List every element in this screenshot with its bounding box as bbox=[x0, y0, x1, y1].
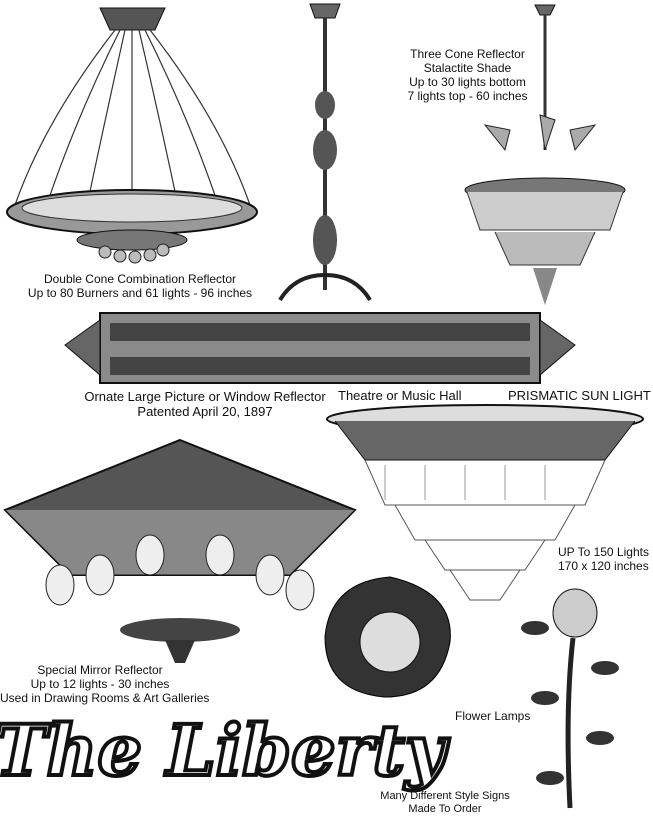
caption-line: Many Different Style Signs bbox=[380, 790, 510, 802]
window-reflector-caption: Ornate Large Picture or Window Reflector… bbox=[60, 389, 350, 419]
mirror-reflector-illustration bbox=[3, 438, 357, 663]
caption-line: Special Mirror Reflector bbox=[37, 663, 163, 677]
cabbage-flower-lamp-illustration bbox=[324, 576, 451, 698]
caption-line: Up to 30 lights bottom bbox=[409, 75, 526, 89]
double-cone-chandelier-illustration bbox=[6, 7, 258, 264]
caption-line: Up to 80 Burners and 61 lights - 96 inch… bbox=[27, 286, 253, 300]
caption-line: Up to 12 lights - 30 inches bbox=[30, 677, 170, 691]
liberty-sign-text: The Liberty bbox=[0, 709, 450, 792]
caption-line: 170 x 120 inches bbox=[558, 559, 649, 573]
three-cone-caption: Three Cone Reflector Stalactite Shade Up… bbox=[400, 47, 535, 103]
prismatic-specs-caption: UP To 150 Lights 170 x 120 inches bbox=[558, 545, 649, 573]
caption-line: Ornate Large Picture or Window Reflector bbox=[84, 389, 326, 404]
prismatic-sun-light-illustration bbox=[326, 404, 644, 601]
caption-line: Patented April 20, 1897 bbox=[137, 404, 273, 419]
caption-line: Three Cone Reflector bbox=[410, 47, 525, 61]
double-cone-caption: Double Cone Combination Reflector Up to … bbox=[20, 272, 260, 300]
caption-line: Double Cone Combination Reflector bbox=[43, 272, 237, 286]
caption-line: UP To 150 Lights bbox=[558, 545, 649, 559]
caption-line: Stalactite Shade bbox=[423, 61, 512, 75]
theatre-caption: Theatre or Music Hall bbox=[338, 388, 462, 403]
theatre-pendant-illustration bbox=[278, 3, 372, 302]
caption-line: 7 lights top - 60 inches bbox=[407, 89, 528, 103]
liberty-sign-illustration: The Liberty bbox=[0, 707, 452, 794]
prismatic-title: PRISMATIC SUN LIGHT bbox=[508, 388, 651, 403]
window-reflector-illustration bbox=[64, 312, 576, 384]
rose-flower-lamp-illustration bbox=[521, 588, 619, 809]
three-cone-reflector-illustration bbox=[464, 4, 626, 305]
flower-lamps-caption: Flower Lamps bbox=[455, 709, 531, 723]
mirror-reflector-caption: Special Mirror Reflector Up to 12 lights… bbox=[0, 663, 210, 705]
caption-line: Used in Drawing Rooms & Art Galleries bbox=[0, 691, 210, 705]
caption-line: Made To Order bbox=[408, 803, 482, 815]
signs-caption: Many Different Style Signs Made To Order bbox=[380, 790, 510, 816]
